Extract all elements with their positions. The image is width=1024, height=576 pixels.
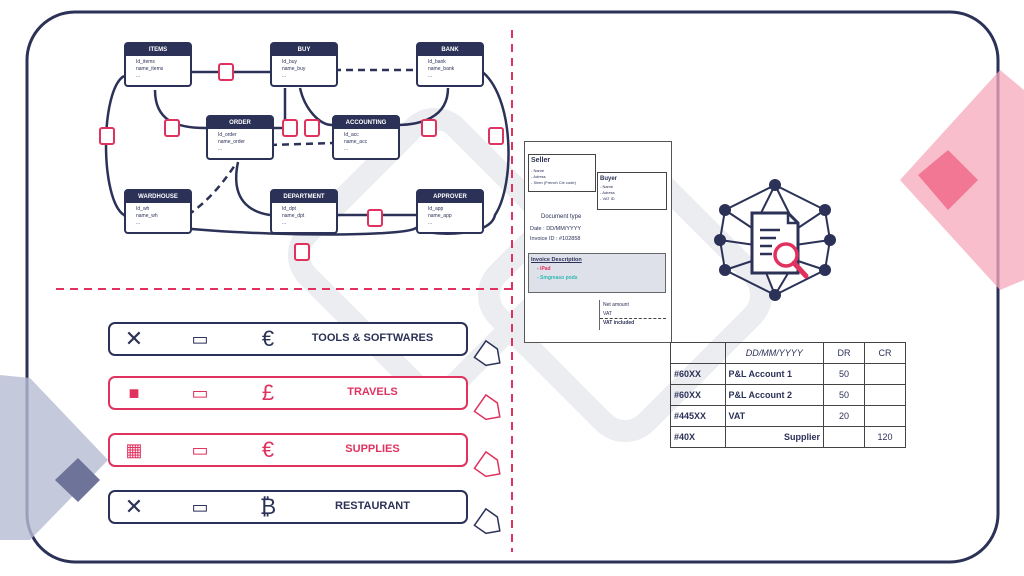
description-box: Invoice Description - iPad - Smgreaso po… bbox=[528, 253, 666, 293]
table-title: APPROVER bbox=[418, 191, 482, 203]
debit-value bbox=[823, 426, 865, 448]
header-dr: DR bbox=[823, 342, 865, 364]
description-item: - iPad bbox=[537, 266, 551, 272]
calendar-icon: ▭ bbox=[191, 383, 209, 403]
category-supplies: ▦ ▭ € SUPPLIES bbox=[108, 433, 468, 467]
car-icon: ■ bbox=[128, 383, 140, 403]
buyer-title: Buyer bbox=[600, 176, 618, 182]
header-cr: CR bbox=[864, 342, 906, 364]
account-code: #445XX bbox=[670, 405, 726, 427]
account-label: VAT bbox=[724, 405, 824, 427]
table-row: #445XX VAT 20 bbox=[670, 405, 906, 427]
table-row: #60XX P&L Account 2 50 bbox=[670, 384, 906, 406]
account-code: #40X bbox=[670, 426, 726, 448]
net-amount: Net amount bbox=[603, 302, 629, 308]
category-label: TOOLS & SOFTWARES bbox=[311, 332, 434, 344]
document-type: Document type bbox=[541, 214, 582, 220]
account-code: #60XX bbox=[670, 363, 726, 385]
table-row: #40X Supplier 120 bbox=[670, 426, 906, 448]
currency-symbol: € bbox=[261, 326, 275, 351]
tag-icon bbox=[473, 339, 501, 367]
calendar-icon: ▭ bbox=[191, 440, 209, 460]
credit-value bbox=[864, 405, 906, 427]
cart-icon: ▦ bbox=[125, 440, 143, 460]
divider bbox=[600, 318, 666, 319]
debit-value: 50 bbox=[823, 363, 865, 385]
credit-value bbox=[864, 363, 906, 385]
vat-label: VAT bbox=[603, 311, 612, 317]
category-tools-softwares: ✕ ▭ € TOOLS & SOFTWARES bbox=[108, 322, 468, 356]
category-label: RESTAURANT bbox=[335, 500, 410, 512]
navy-diamond-large bbox=[0, 375, 108, 540]
buyer-box: Buyer - Name- Adress- VAT ID bbox=[597, 172, 667, 210]
debit-value: 50 bbox=[823, 384, 865, 406]
account-code: #60XX bbox=[670, 384, 726, 406]
header-date: DD/MM/YYYY bbox=[724, 342, 824, 364]
table-title: WARDHOUSE bbox=[126, 191, 190, 203]
account-label: P&L Account 1 bbox=[724, 363, 824, 385]
tools-icon: ✕ bbox=[124, 326, 144, 351]
pink-diamond-small bbox=[918, 150, 978, 210]
invoice-document: Seller - Name- Adress- Siren (French Cie… bbox=[524, 141, 672, 343]
calendar-icon: ▭ bbox=[191, 497, 209, 517]
category-travels: ■ ▭ £ TRAVELS bbox=[108, 376, 468, 410]
table-title: DEPARTMENT bbox=[272, 191, 336, 203]
navy-diamond-small bbox=[55, 458, 100, 502]
description-title: Invoice Description bbox=[531, 257, 582, 263]
account-label: Supplier bbox=[724, 426, 824, 448]
vat-included: VAT included bbox=[603, 320, 635, 326]
credit-value: 120 bbox=[864, 426, 906, 448]
seller-title: Seller bbox=[531, 157, 551, 164]
journal-entry-table: DD/MM/YYYY DR CR #60XX P&L Account 1 50 … bbox=[670, 342, 906, 448]
cutlery-icon: ✕ bbox=[124, 494, 144, 519]
seller-box: Seller - Name- Adress- Siren (French Cie… bbox=[528, 154, 596, 192]
seller-lines: - Name- Adress- Siren (French Cie code) bbox=[531, 168, 576, 185]
category-restaurant: ✕ ▭ ₿ RESTAURANT bbox=[108, 490, 468, 524]
document-ai-network-icon bbox=[714, 179, 836, 301]
table-title: ACCOUNTING bbox=[334, 117, 398, 129]
description-item: - Smgreaso pods bbox=[537, 275, 578, 281]
table-row: #60XX P&L Account 1 50 bbox=[670, 363, 906, 385]
debit-value: 20 bbox=[823, 405, 865, 427]
table-title: ORDER bbox=[208, 117, 272, 129]
category-label: SUPPLIES bbox=[345, 443, 400, 455]
tag-icon bbox=[473, 507, 501, 535]
category-label: TRAVELS bbox=[347, 386, 398, 398]
currency-symbol: £ bbox=[261, 380, 275, 405]
table-title: ITEMS bbox=[126, 44, 190, 56]
invoice-id: Invoice ID : #102858 bbox=[530, 236, 581, 242]
tag-icon bbox=[473, 450, 501, 478]
table-title: BANK bbox=[418, 44, 482, 56]
invoice-date: Date : DD/MM/YYYY bbox=[530, 226, 582, 232]
table-title: BUY bbox=[272, 44, 336, 56]
currency-symbol: € bbox=[261, 437, 275, 462]
totals-box: Net amount VAT VAT included bbox=[599, 300, 666, 330]
buyer-lines: - Name- Adress- VAT ID bbox=[600, 184, 615, 201]
credit-value bbox=[864, 384, 906, 406]
account-label: P&L Account 2 bbox=[724, 384, 824, 406]
table-header-row: DD/MM/YYYY DR CR bbox=[670, 342, 906, 364]
calendar-icon: ▭ bbox=[191, 329, 209, 349]
tag-icon bbox=[473, 393, 501, 421]
currency-symbol: ₿ bbox=[259, 494, 277, 519]
